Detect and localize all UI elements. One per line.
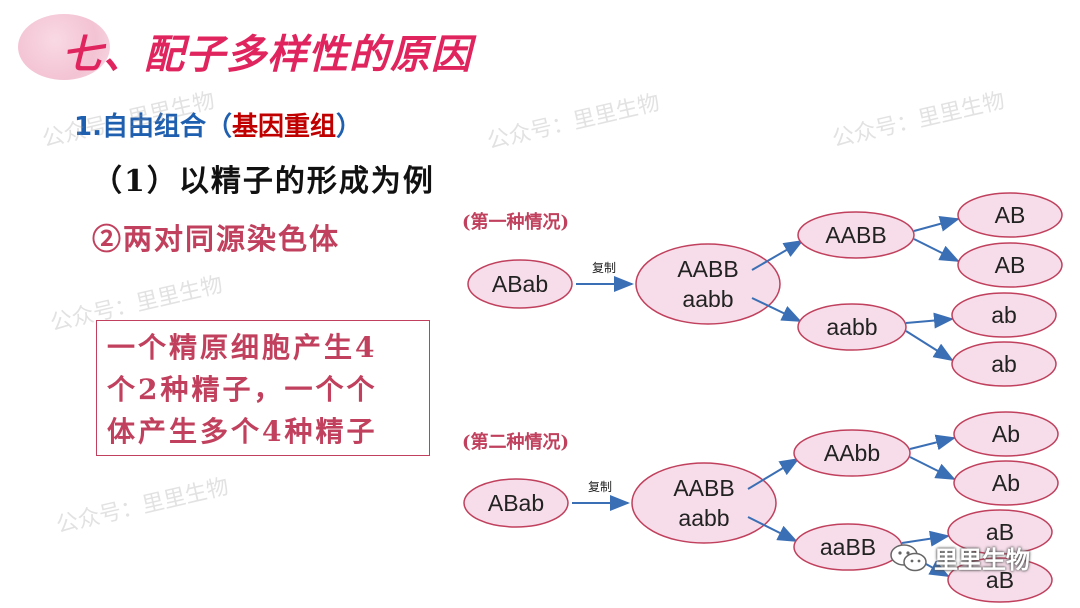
gamete-node-label: aB: [986, 567, 1014, 593]
heading-free-combination: 1.自由组合（基因重组）: [74, 106, 362, 143]
heading-highlight: 基因重组: [231, 112, 336, 142]
gamete-node-ellipse: [947, 509, 1053, 555]
gamete-node-ellipse: [953, 460, 1059, 506]
wechat-icon: [890, 543, 927, 571]
gamete-node-label: ab: [991, 302, 1017, 328]
summary-note-box: 一个精原细胞产生4 个2种精子，一个个 体产生多个4种精子: [96, 320, 430, 456]
gamete-node-ellipse: [957, 242, 1063, 288]
case-label-first: (第一种情况): [462, 212, 570, 233]
start-node-label: ABab: [492, 271, 548, 297]
division-node-ellipse: [797, 211, 915, 259]
gamete-node-label: aB: [986, 519, 1014, 545]
start-node-ellipse: [467, 259, 573, 309]
division-node-ellipse: [793, 429, 911, 477]
arrow: [751, 239, 804, 271]
replicated-node-ellipse: [631, 462, 777, 544]
gamete-node-ellipse: [953, 411, 1059, 457]
division-node-label: aabb: [826, 314, 877, 340]
gamete-node-label: Ab: [992, 421, 1020, 447]
case-label-second: (第二种情况): [462, 432, 570, 453]
arrow: [747, 516, 798, 542]
heading-text: 1.自由组合（: [74, 112, 232, 142]
gamete-node-ellipse: [947, 557, 1053, 603]
title-decoration-blob: [18, 14, 110, 80]
arrow: [905, 312, 954, 329]
edge-label: 复制: [588, 480, 612, 494]
logo-text: 里里生物: [934, 546, 1030, 574]
replicated-node-label: aabb: [678, 505, 729, 531]
arrow: [751, 297, 802, 322]
gamete-node-ellipse: [951, 292, 1057, 338]
edge-label: 复制: [592, 261, 616, 275]
section-heading: （1）以精子的形成为例: [92, 164, 435, 199]
division-node-label: AABB: [825, 222, 886, 248]
replicated-node-label: AABB: [677, 256, 738, 282]
gamete-node-label: AB: [995, 252, 1026, 278]
gamete-node-label: Ab: [992, 470, 1020, 496]
division-node-label: AAbb: [824, 440, 880, 466]
gamete-node-label: ab: [991, 351, 1017, 377]
arrow: [909, 456, 956, 480]
note-line: 一个精原细胞产生4: [107, 331, 378, 364]
page-title: 七、配子多样性的原因: [62, 32, 472, 78]
subsection-heading: ②两对同源染色体: [92, 222, 341, 256]
division-node-label: aaBB: [820, 534, 876, 560]
start-node-label: ABab: [488, 490, 544, 516]
gamete-node-label: AB: [995, 202, 1026, 228]
note-line: 个2种精子，一个个: [107, 373, 378, 406]
replicated-node-ellipse: [635, 243, 781, 325]
replicated-node-label: aabb: [682, 286, 733, 312]
heading-text-end: ）: [335, 112, 362, 142]
start-node-ellipse: [463, 478, 569, 528]
arrow: [747, 457, 800, 490]
arrow: [913, 216, 960, 232]
arrow: [909, 434, 956, 451]
arrow: [913, 238, 960, 262]
arrow: [905, 330, 954, 362]
gamete-node-ellipse: [951, 341, 1057, 387]
gamete-node-ellipse: [957, 192, 1063, 238]
brand-logo: 里里生物: [890, 540, 1030, 575]
replicated-node-label: AABB: [673, 475, 734, 501]
division-node-ellipse: [797, 303, 907, 351]
note-line: 体产生多个4种精子: [107, 415, 378, 448]
arrow: [901, 530, 950, 547]
